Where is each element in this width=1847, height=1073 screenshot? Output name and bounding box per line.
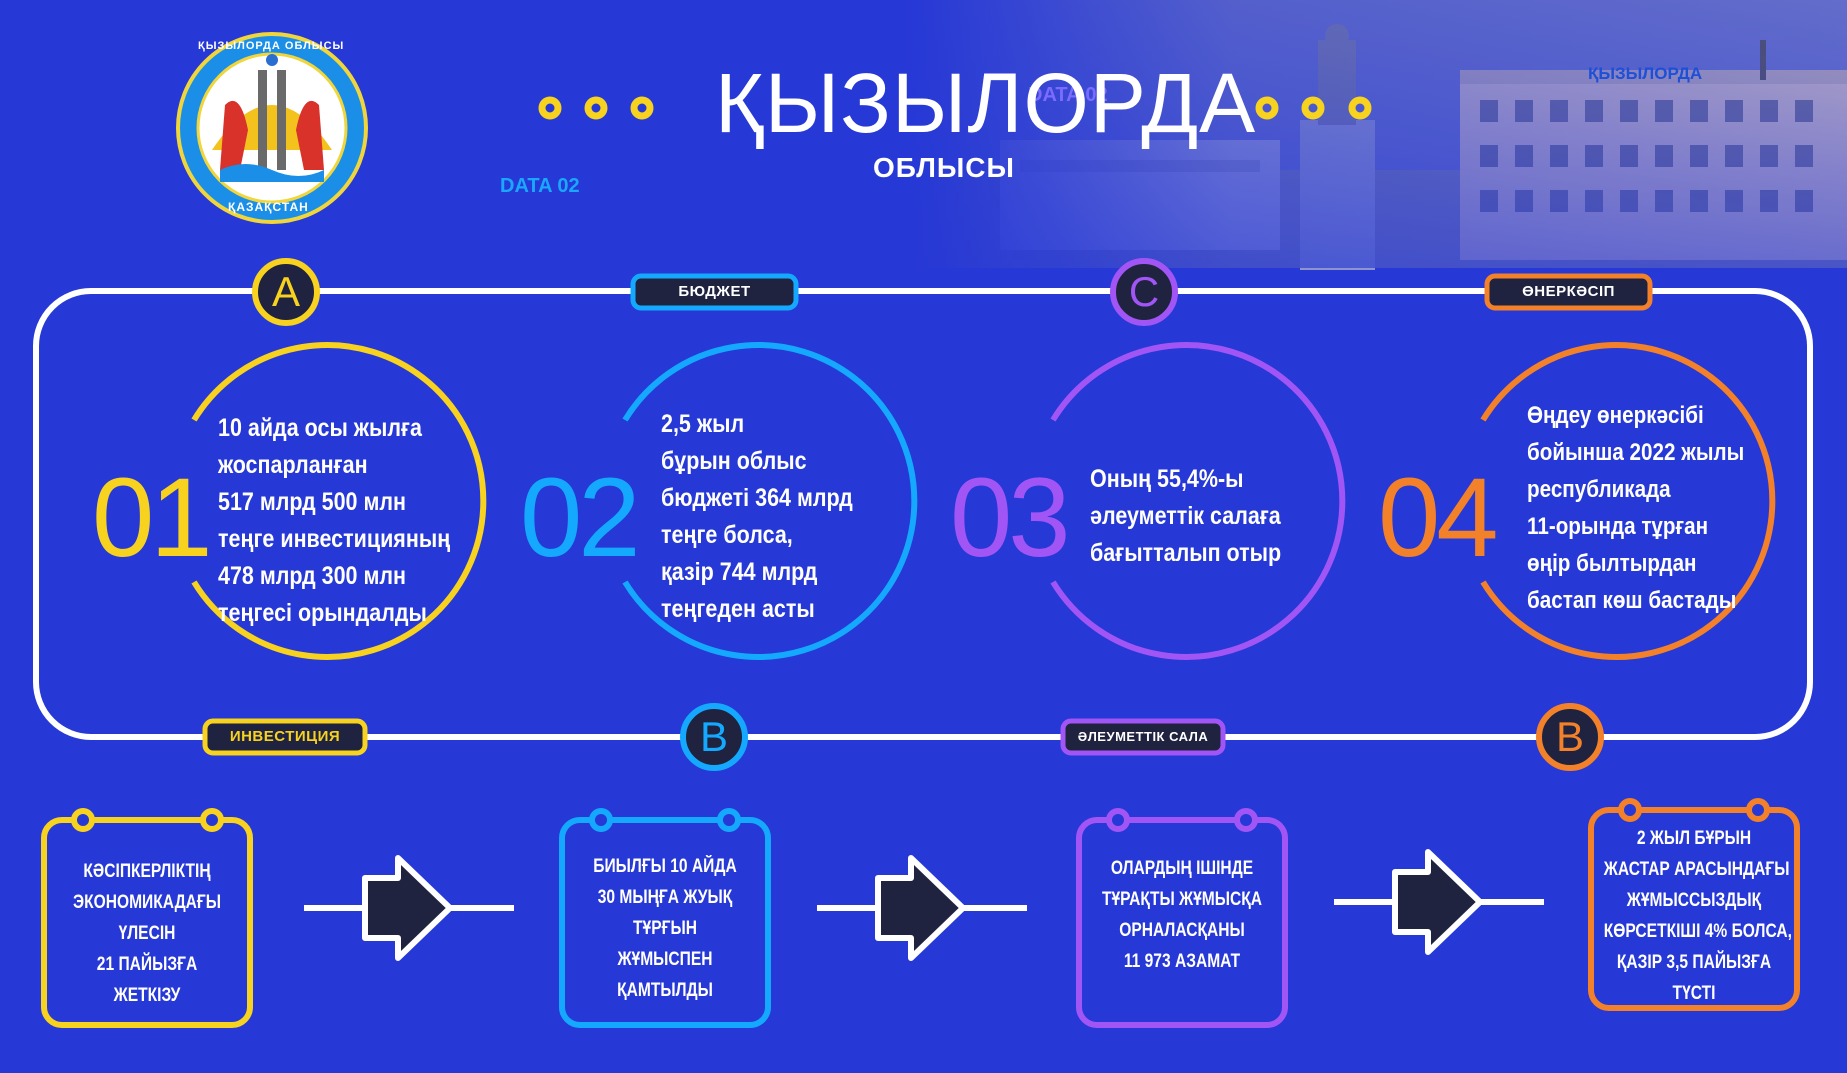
circle-text-line: теңге инвестицияның bbox=[218, 525, 451, 553]
note-text-line: БИЫЛҒЫ 10 АЙДА bbox=[593, 856, 737, 877]
circle-text-line: Өңдеу өнеркәсібі bbox=[1527, 402, 1704, 429]
marker-b2 bbox=[1536, 703, 1604, 771]
note-text-line: ОРНАЛАСҚАНЫ bbox=[1119, 920, 1245, 941]
note-text-line: ТҰРАҚТЫ ЖҰМЫСҚА bbox=[1101, 889, 1263, 910]
circle-text-line: Оның 55,4%-ы bbox=[1090, 465, 1244, 493]
region-emblem-icon bbox=[176, 32, 368, 224]
note-text-line: ЖҰМЫССЫЗДЫҚ bbox=[1626, 890, 1762, 911]
city-photo bbox=[900, 0, 1847, 270]
marker-c bbox=[1110, 258, 1178, 326]
circle-text-4: Өңдеу өнеркәсібі бойынша 2022 жылы респу… bbox=[1527, 397, 1744, 619]
note-box-4 bbox=[1588, 798, 1800, 1011]
note-text-4: 2 ЖЫЛ БҰРЫН ЖАСТАР АРАСЫНДАҒЫ ЖҰМЫССЫЗДЫ… bbox=[1603, 823, 1792, 1009]
marker-a bbox=[252, 258, 320, 326]
note-text-line: ҚАМТЫЛДЫ bbox=[617, 980, 713, 1001]
arrow-icon bbox=[304, 855, 514, 961]
watermark-right: DATA 02 bbox=[1028, 84, 1108, 106]
circle-frame-2 bbox=[622, 342, 918, 660]
note-text-line: ОЛАРДЫҢ ІШІНДЕ bbox=[1110, 858, 1254, 879]
note-box-1 bbox=[41, 808, 253, 1028]
marker-b1 bbox=[680, 703, 748, 771]
circle-text-line: бағытталып отыр bbox=[1090, 539, 1282, 567]
circle-text-line: теңгесі орындалды bbox=[218, 599, 427, 627]
circle-text-1: 10 айда осы жылға жоспарланған 517 млрд … bbox=[218, 410, 450, 632]
note-text-line: 21 ПАЙЫЗҒА bbox=[96, 954, 198, 975]
circle-text-line: 517 млрд 500 млн bbox=[218, 488, 407, 516]
circle-text-line: бойынша 2022 жылы bbox=[1527, 439, 1745, 466]
note-text-2: БИЫЛҒЫ 10 АЙДА 30 МЫҢҒА ЖУЫҚ ТҰРҒЫН ЖҰМЫ… bbox=[575, 851, 755, 1006]
note-text-line: КӨРСЕТКІШІ 4% БОЛСА, bbox=[1603, 921, 1792, 942]
marker-letter-a: A bbox=[271, 268, 300, 315]
circle-text-line: 10 айда осы жылға bbox=[218, 414, 422, 442]
circle-number-1: 01 bbox=[92, 455, 213, 580]
circle-text-line: теңгеден асты bbox=[661, 595, 815, 623]
circle-frame-4 bbox=[1480, 342, 1776, 660]
circle-frame-3 bbox=[1050, 342, 1346, 660]
circle-text-line: теңге болса, bbox=[661, 521, 793, 549]
watermark-left: DATA 02 bbox=[500, 175, 580, 197]
note-text-line: ЖҰМЫСПЕН bbox=[617, 949, 713, 970]
emblem-text-bottom: ҚАЗАҚСТАН bbox=[228, 200, 309, 214]
emblem-text-top: ҚЫЗЫЛОРДА ОБЛЫСЫ bbox=[198, 40, 345, 52]
note-box-2 bbox=[559, 808, 771, 1028]
circle-number-4: 04 bbox=[1378, 455, 1499, 580]
note-text-line: ЖЕТКІЗУ bbox=[113, 985, 181, 1006]
tag-budget-frame bbox=[630, 273, 799, 311]
circle-text-line: өңір былтырдан bbox=[1527, 550, 1697, 577]
circle-text-line: қазір 744 млрд bbox=[661, 558, 818, 586]
circle-text-line: 2,5 жыл bbox=[661, 410, 745, 438]
circle-text-line: әлеуметтік салаға bbox=[1090, 502, 1281, 530]
page-title: ҚЫЗЫЛОРДА bbox=[715, 56, 1257, 150]
note-text-line: КӘСІПКЕРЛІКТІҢ bbox=[83, 861, 211, 882]
note-text-line: ТҮСТІ bbox=[1672, 983, 1716, 1004]
note-text-line: 30 МЫҢҒА ЖУЫҚ bbox=[597, 887, 733, 908]
circle-text-line: жоспарланған bbox=[218, 451, 368, 479]
title-dots-left bbox=[538, 96, 654, 120]
note-text-line: ҮЛЕСІН bbox=[118, 923, 176, 944]
note-text-line: ЖАСТАР АРАСЫНДАҒЫ bbox=[1603, 859, 1790, 880]
tag-investment: ИНВЕСТИЦИЯ bbox=[229, 728, 341, 745]
note-text-line: ЭКОНОМИКАДАҒЫ bbox=[72, 892, 222, 913]
note-text-line: 2 ЖЫЛ БҰРЫН bbox=[1636, 828, 1752, 849]
tag-investment-frame bbox=[202, 718, 368, 756]
tag-budget: БЮДЖЕТ bbox=[678, 283, 751, 300]
circle-number-2: 02 bbox=[520, 455, 641, 580]
note-box-3 bbox=[1076, 808, 1288, 1028]
circle-frame-1 bbox=[191, 342, 487, 660]
note-text-line: 11 973 АЗАМАТ bbox=[1123, 951, 1241, 972]
circle-text-3: Оның 55,4%-ы әлеуметтік салаға бағытталы… bbox=[1090, 461, 1281, 572]
photo-sign: ҚЫЗЫЛОРДА bbox=[1588, 64, 1703, 83]
tag-industry: ӨНЕРКӘСІП bbox=[1522, 283, 1615, 300]
tag-social-frame bbox=[1060, 718, 1226, 756]
note-text-3: ОЛАРДЫҢ ІШІНДЕ ТҰРАҚТЫ ЖҰМЫСҚА ОРНАЛАСҚА… bbox=[1092, 853, 1272, 977]
marker-letter-b1: B bbox=[699, 713, 728, 760]
marker-letter-b2: B bbox=[1555, 713, 1584, 760]
circle-text-2: 2,5 жыл бұрын облыс бюджеті 364 млрд тең… bbox=[661, 406, 853, 628]
note-text-line: ТҰРҒЫН bbox=[633, 918, 697, 939]
marker-letter-c: C bbox=[1128, 268, 1160, 315]
note-text-1: КӘСІПКЕРЛІКТІҢ ЭКОНОМИКАДАҒЫ ҮЛЕСІН 21 П… bbox=[57, 856, 237, 1011]
circle-number-3: 03 bbox=[950, 455, 1071, 580]
page-subtitle: ОБЛЫСЫ bbox=[873, 152, 1015, 183]
title-dots-right bbox=[1255, 96, 1372, 120]
circle-text-line: бюджеті 364 млрд bbox=[661, 484, 853, 512]
circle-text-line: 478 млрд 300 млн bbox=[218, 562, 407, 590]
tag-social: ӘЛЕУМЕТТІК САЛА bbox=[1077, 729, 1209, 744]
tag-industry-frame bbox=[1484, 273, 1653, 311]
arrow-icon bbox=[817, 855, 1027, 961]
main-frame bbox=[33, 288, 1813, 740]
circle-text-line: 11-орында тұрған bbox=[1527, 513, 1709, 540]
circle-text-line: республикада bbox=[1527, 476, 1671, 503]
circle-text-line: бұрын облыс bbox=[661, 447, 807, 475]
note-text-line: ҚАЗІР 3,5 ПАЙЫЗҒА bbox=[1616, 952, 1772, 973]
arrow-icon bbox=[1334, 849, 1544, 955]
circle-text-line: бастап көш бастады bbox=[1527, 587, 1737, 614]
